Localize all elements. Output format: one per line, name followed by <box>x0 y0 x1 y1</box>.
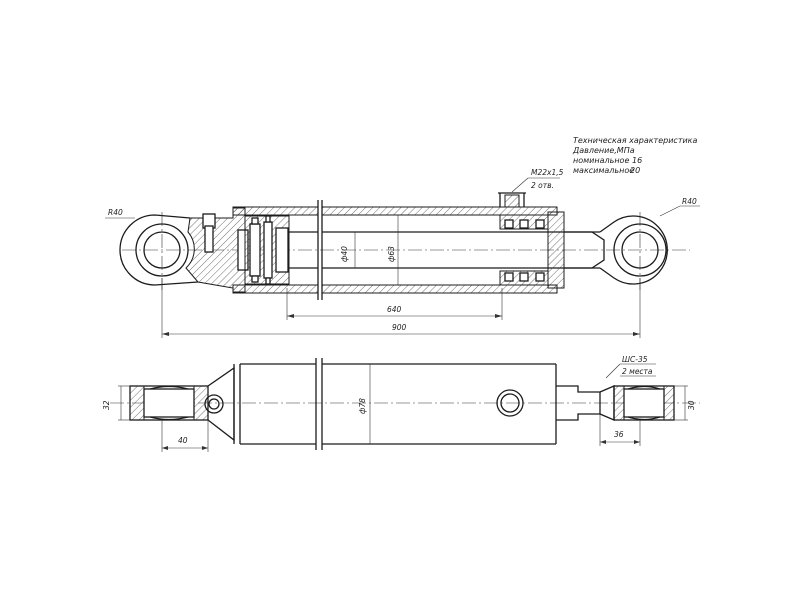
total-length-label: 900 <box>392 323 407 332</box>
eye-width-right-label: 30 <box>687 400 696 410</box>
bearing-places-label: 2 места <box>622 367 653 376</box>
gland-right: M22x1,5 2 отв. <box>498 168 565 289</box>
spec-max-label: максимальное <box>573 166 634 175</box>
tech-spec-note: Техническая характеристика Давление,МПа … <box>572 136 698 175</box>
rod-end-right: R40 <box>564 197 700 290</box>
barrel-elevation: ф78 <box>240 358 557 450</box>
spec-nominal-value: 16 <box>632 156 642 165</box>
thread-count-label: 2 отв. <box>531 181 554 190</box>
head-elevation <box>204 364 241 444</box>
radius-left-label: R40 <box>108 208 123 217</box>
spec-max-value: 20 <box>630 166 640 175</box>
rod-end-elevation: 30 ШС-35 2 места <box>556 355 696 421</box>
spec-title: Техническая характеристика <box>573 136 698 145</box>
eye-offset-left-label: 40 <box>178 436 188 445</box>
eye-offset-left-dimension: 40 <box>161 420 209 452</box>
section-view: R40 <box>105 168 700 338</box>
radius-right-label: R40 <box>682 197 697 206</box>
cylinder-head-left <box>185 207 249 293</box>
left-eye: R40 <box>105 208 199 290</box>
eye-offset-right-label: 36 <box>614 430 624 439</box>
total-dimension: 900 <box>161 278 641 338</box>
spec-nominal-label: номинальное <box>573 156 629 165</box>
bearing-spec-label: ШС-35 <box>622 355 648 364</box>
eye-width-left-label: 32 <box>102 400 111 410</box>
spec-pressure-label: Давление,МПа <box>572 146 635 155</box>
left-eye-elevation: 32 <box>102 385 209 421</box>
rod-diameter-label: ф40 <box>340 246 349 262</box>
thread-size-label: M22x1,5 <box>531 168 564 177</box>
bore-diameter-label: ф63 <box>387 246 396 262</box>
port-circle-elevation <box>496 389 524 417</box>
port-fitting-right <box>504 194 520 208</box>
stroke-dimension: 640 <box>286 288 503 320</box>
piston <box>244 215 290 285</box>
barrel <box>232 200 558 300</box>
outer-diameter-label: ф78 <box>358 398 367 414</box>
elevation-view: 32 ф78 <box>102 355 700 452</box>
eye-offset-right-dimension: 36 <box>599 414 641 446</box>
stroke-length-label: 640 <box>387 305 402 314</box>
